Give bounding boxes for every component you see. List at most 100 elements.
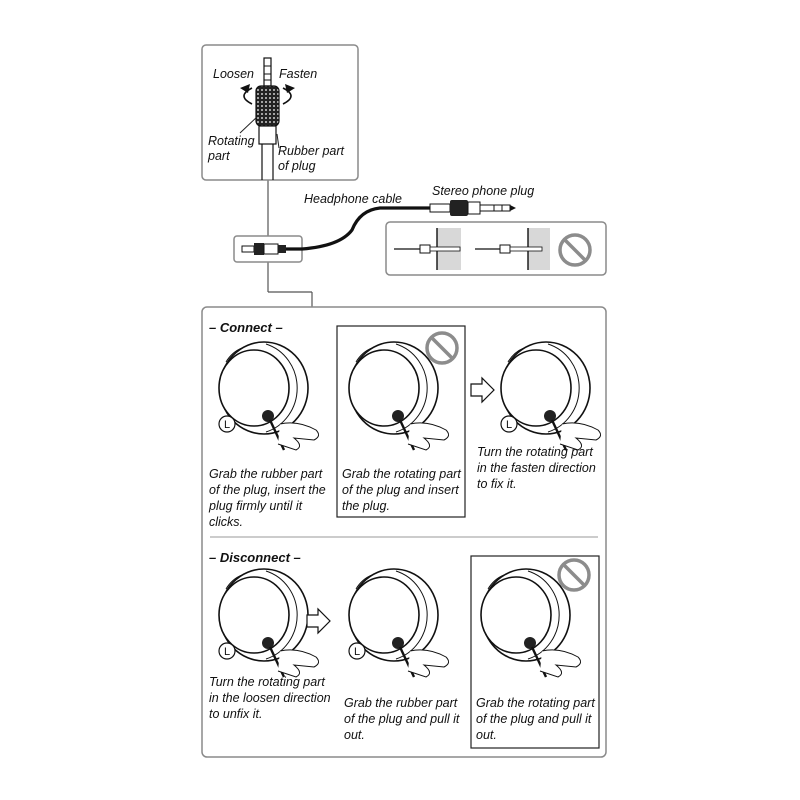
earcup-rim [527,570,560,660]
arrowhead-icon [240,84,250,93]
earcup-highlight [507,347,525,363]
earcup-cushion [480,576,552,654]
plug-detail-panel: Loosen Fasten Rotating part Rubber part … [201,44,359,181]
svg-text:to unfix it.: to unfix it. [209,707,263,721]
hand [277,422,320,451]
mini-plug-illustration [255,57,280,180]
rotating-part [255,85,280,127]
earcup-highlight [487,574,505,590]
jack-socket [524,637,536,649]
prohibited-icon [425,331,459,365]
svg-text:Grab the rotating part: Grab the rotating part [476,696,595,710]
svg-text:the plug.: the plug. [342,499,390,513]
svg-text:of the plug, insert the: of the plug, insert the [209,483,326,497]
left-marker-label: L [506,419,512,431]
earcup-cushion [218,576,290,654]
jack-socket [392,410,404,422]
svg-text:plug firmly until it: plug firmly until it [208,499,303,513]
stereo-phone-plug-label: Stereo phone plug [432,184,534,198]
disconnect-step-1-earcup: L [218,568,320,678]
disconnect-step-1-caption: Turn the rotating part in the loosen dir… [209,675,331,721]
hand [407,649,450,678]
disconnect-step-2-earcup: L [348,568,450,678]
svg-text:in the fasten direction: in the fasten direction [477,461,596,475]
svg-text:Turn the rotating part: Turn the rotating part [209,675,325,689]
hand [277,649,320,678]
earcup-rim [395,570,428,660]
earcup-highlight [355,347,373,363]
loosen-arrow-icon [243,87,253,105]
disconnect-step-3-earcup [480,558,591,678]
rubber-part-label-2: of plug [278,159,316,173]
left-marker [218,415,236,433]
connect-step-2-caption: Grab the rotating part of the plug and i… [342,467,461,513]
loosen-label: Loosen [213,67,254,81]
disconnect-title: – Disconnect – [209,550,301,565]
jack-socket [544,410,556,422]
earcup-cushion [500,349,572,427]
left-marker-label: L [224,646,230,658]
earcup-highlight [355,574,373,590]
fasten-arrow-icon [282,87,292,105]
svg-text:Turn the rotating part: Turn the rotating part [477,445,593,459]
earcup-rim [265,343,298,433]
next-arrow-icon [470,376,495,404]
rotating-part-label-2: part [207,149,230,163]
headphone-cable [286,206,430,251]
hand [559,422,602,451]
stereo-phone-plug [429,200,516,216]
rubber-part [258,125,277,145]
left-marker-label: L [224,419,230,431]
step-illustrations: L L L L [218,331,602,678]
earcup-rim [547,343,580,433]
earcup-highlight [225,574,243,590]
connect-step-3-caption: Turn the rotating part in the fasten dir… [477,445,596,491]
prohibited-icon [558,233,592,267]
headphone-cable-label: Headphone cable [304,192,402,206]
rotating-part-label: Rotating [208,134,255,148]
earcup-cushion [348,576,420,654]
connect-step-1-caption: Grab the rubber part of the plug, insert… [208,467,326,529]
svg-text:to fix it.: to fix it. [477,477,517,491]
svg-text:Grab the rubber part: Grab the rubber part [209,467,323,481]
insertion-depth-panel [385,221,607,276]
left-marker [348,642,366,660]
prohibited-icon [557,558,591,592]
svg-text:of the plug and pull it: of the plug and pull it [344,712,460,726]
plug-detail-frame [201,44,359,181]
connect-title: – Connect – [209,320,283,335]
jack-socket [262,410,274,422]
svg-text:of the plug and insert: of the plug and insert [342,483,459,497]
svg-text:out.: out. [476,728,497,742]
svg-text:of the plug and pull it: of the plug and pull it [476,712,592,726]
jack-socket [392,637,404,649]
svg-text:in the loosen direction: in the loosen direction [209,691,331,705]
left-marker [500,415,518,433]
earcup-cushion [348,349,420,427]
jack-socket [262,637,274,649]
next-arrow-icon [306,607,331,635]
svg-text:Grab the rotating part: Grab the rotating part [342,467,461,481]
earcup-rim [395,343,428,433]
earcup-cushion [218,349,290,427]
cable-panel: Headphone cable Stereo phone plug [233,184,534,263]
earcup-highlight [225,347,243,363]
hand [539,649,582,678]
fasten-label: Fasten [279,67,317,81]
connect-step-1-earcup: L [218,341,320,451]
svg-text:Grab the rubber part: Grab the rubber part [344,696,458,710]
rubber-part-label: Rubber part [278,144,345,158]
hand [407,422,450,451]
svg-text:clicks.: clicks. [209,515,243,529]
disconnect-step-2-caption: Grab the rubber part of the plug and pul… [344,696,460,742]
disconnect-step-3-caption: Grab the rotating part of the plug and p… [476,696,595,742]
arrowhead-icon [285,84,295,93]
left-marker-label: L [354,646,360,658]
left-marker [218,642,236,660]
small-mini-plug [241,243,286,255]
svg-text:out.: out. [344,728,365,742]
connect-step-3-earcup: L [500,341,602,451]
earcup-rim [265,570,298,660]
connect-step-2-earcup [348,331,459,451]
